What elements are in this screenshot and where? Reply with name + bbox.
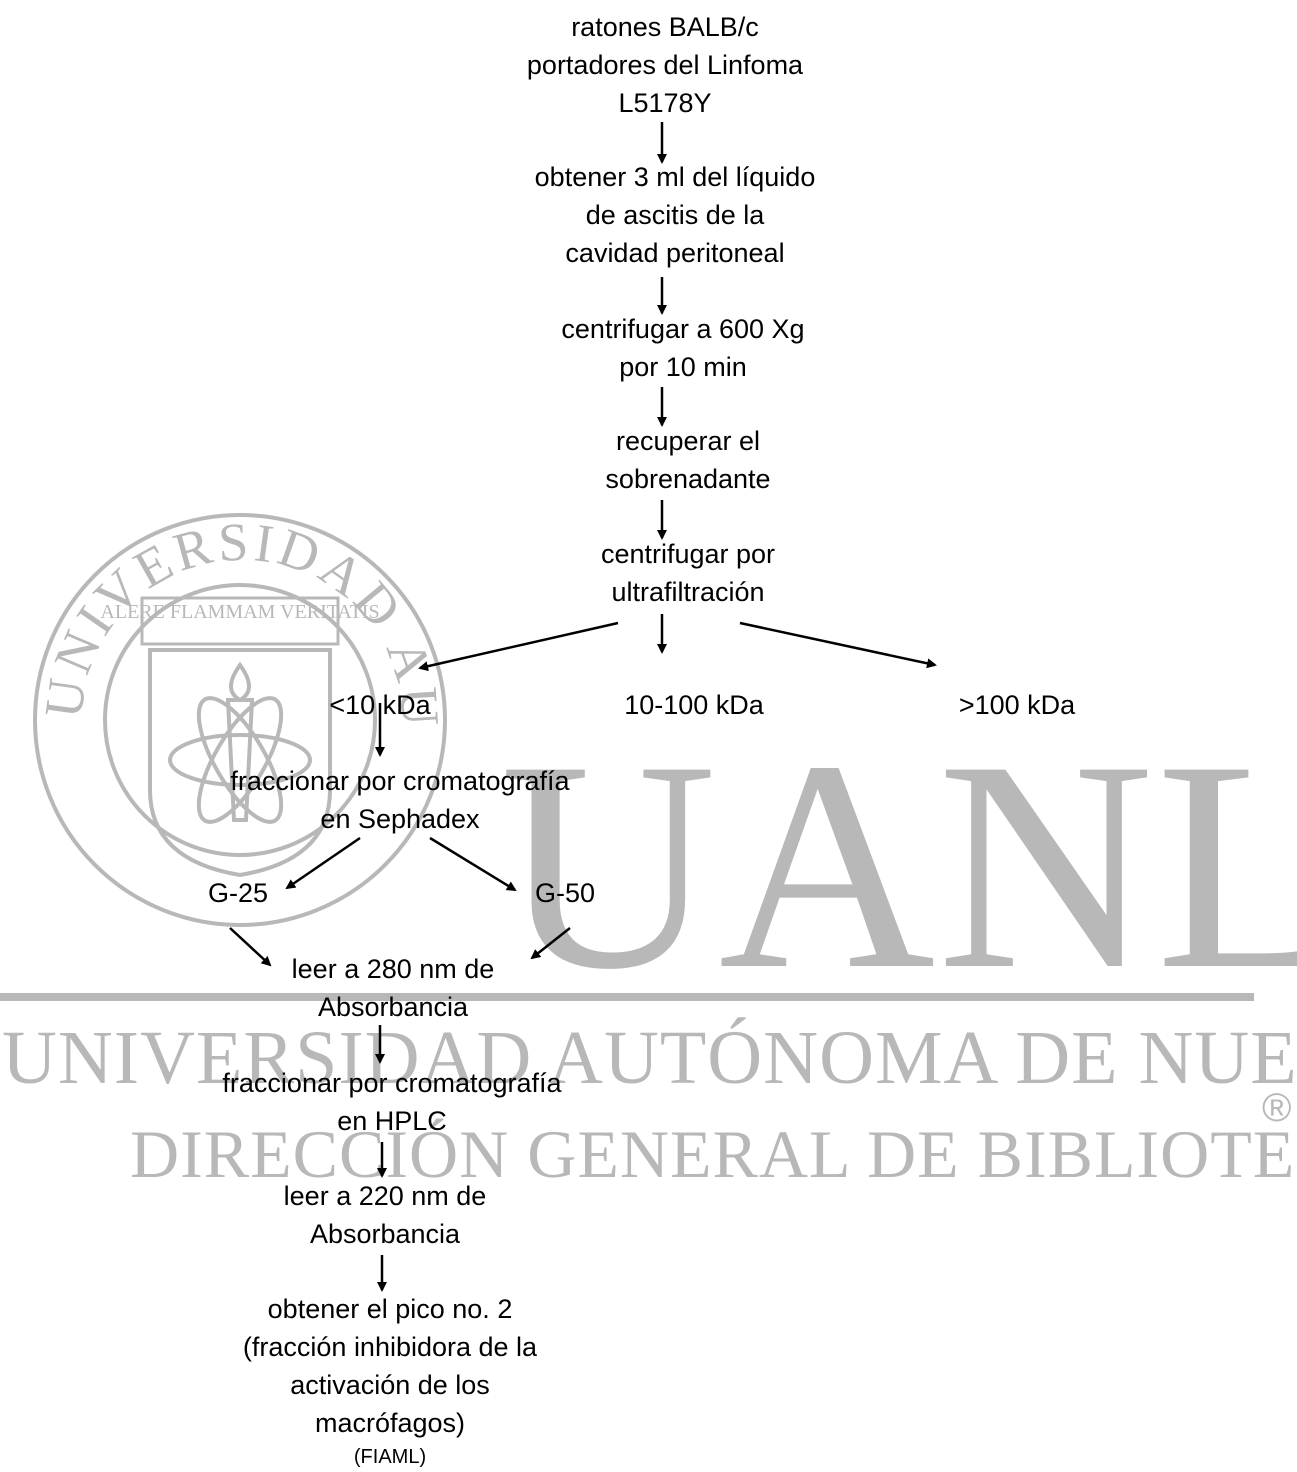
- node-hplc: fraccionar por cromatografía en HPLC: [222, 1068, 562, 1136]
- arrow-sephadex-to-g25: [285, 836, 361, 890]
- registered-mark: ®: [1262, 1086, 1292, 1130]
- watermark-rule: [0, 993, 1254, 1001]
- watermark-library-directorate: DIRECCIÓN GENERAL DE BIBLIOTECAS: [130, 1116, 1297, 1192]
- node-obtain-ascites: obtener 3 ml del líquido de ascitis de l…: [534, 162, 816, 268]
- seal-outer-ring: [33, 513, 447, 927]
- arrow-ultrafiltration-to-low: [418, 621, 619, 672]
- node-fiaml-abbreviation: (FIAML): [353, 1446, 427, 1468]
- node-fraction-gt-100kda: >100 kDa: [958, 690, 1076, 720]
- node-fraction-lt-10kda: <10 kDa: [329, 690, 431, 720]
- seal-orbit: [168, 733, 312, 787]
- arrow-ultrafiltration-to-high: [739, 621, 937, 669]
- node-centrifuge: centrifugar a 600 Xg por 10 min: [561, 314, 805, 382]
- node-read-280nm: leer a 280 nm de Absorbancia: [291, 954, 495, 1022]
- node-fraction-10-100kda: 10-100 kDa: [624, 690, 764, 720]
- seal-inner-ring: [103, 583, 377, 857]
- seal-torch: [225, 698, 255, 822]
- arrow-g25-to-read280: [229, 927, 272, 967]
- node-g50: G-50: [534, 878, 596, 908]
- arrow-g50-to-read280: [530, 927, 571, 960]
- node-read-220nm: leer a 220 nm de Absorbancia: [283, 1181, 487, 1249]
- node-recover-supernatant: recuperar el sobrenadante: [605, 426, 771, 494]
- seal-shield: [148, 648, 332, 878]
- watermark-uanl: UANL: [500, 699, 1297, 1031]
- node-start: ratones BALB/c portadores del Linfoma L5…: [526, 12, 804, 118]
- arrow-sephadex-to-g50: [429, 836, 517, 892]
- watermark-university-name: UNIVERSIDAD AUTÓNOMA DE NUEVO LEÓN: [2, 1016, 1297, 1100]
- seal-motto: ALERE FLAMMAM VERITATIS: [100, 601, 379, 623]
- node-obtain-peak-2: obtener el pico no. 2 (fracción inhibido…: [242, 1294, 538, 1438]
- node-g25: G-25: [207, 878, 269, 908]
- node-sephadex: fraccionar por cromatografía en Sephadex: [230, 766, 570, 834]
- node-ultrafiltration: centrifugar por ultrafiltración: [600, 539, 776, 607]
